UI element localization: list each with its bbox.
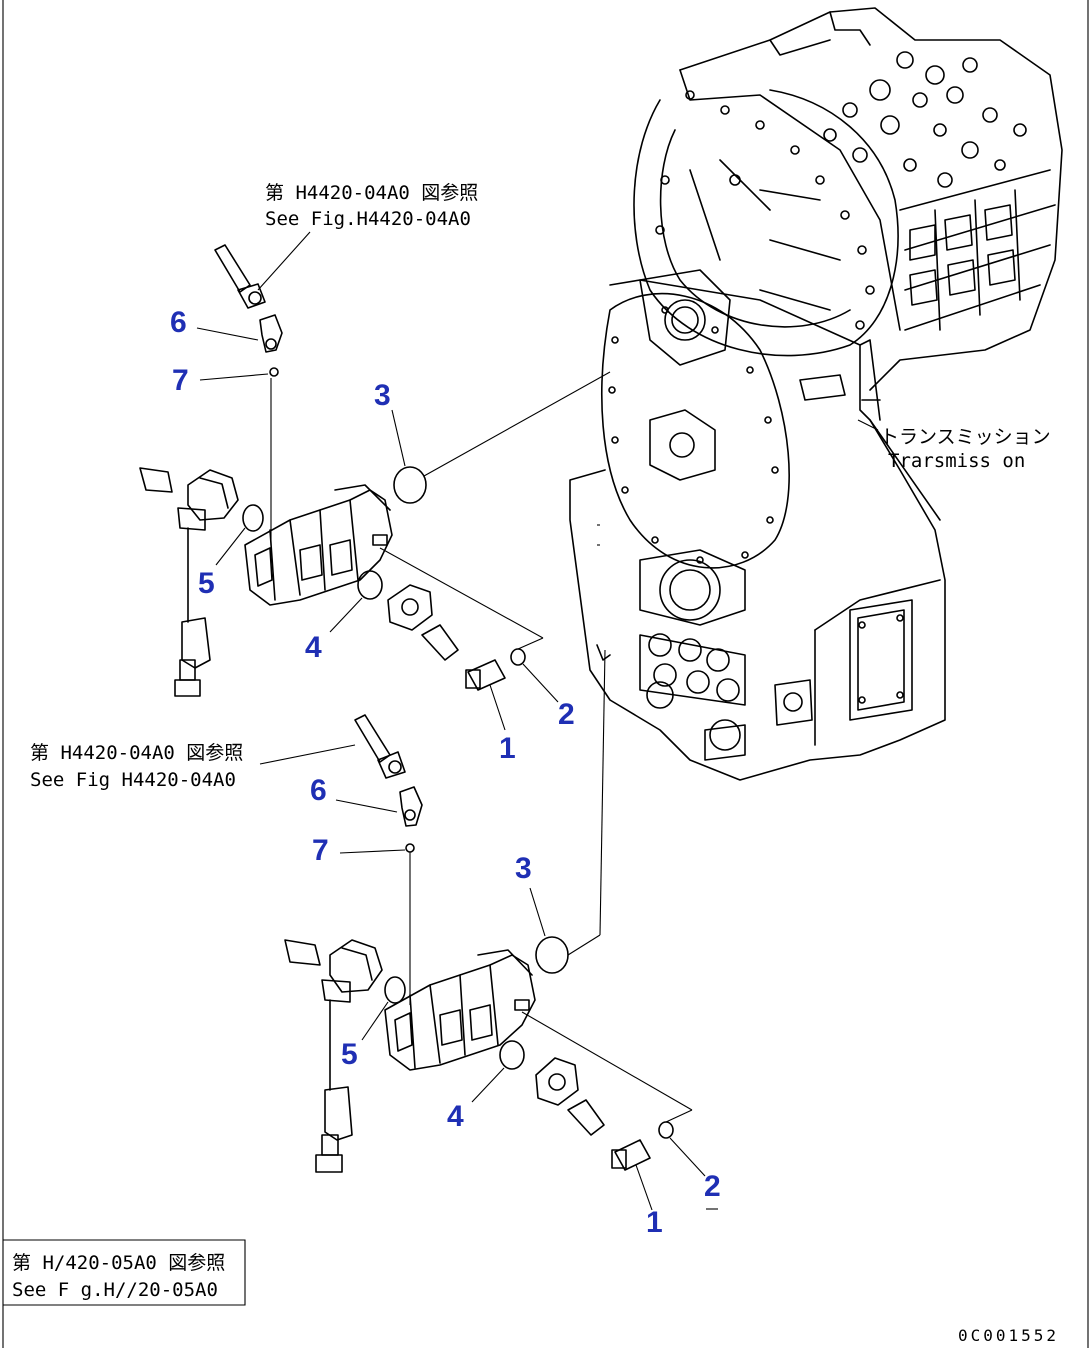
lower-pump-assembly: 第 H4420-04A0 図参照 See Fig H4420-04A0 <box>30 649 718 1211</box>
callout-1-upper: 1 <box>499 732 516 765</box>
callout-4-upper: 4 <box>305 631 322 664</box>
callout-2-upper: 2 <box>558 698 575 731</box>
upper-ref-en: See Fig.H4420-04A0 <box>265 208 471 230</box>
callout-3-upper: 3 <box>374 379 391 412</box>
upper-pump-assembly: 第 H4420-04A0 図参照 See Fig.H4420-04A0 <box>139 182 611 731</box>
transmission-label-en: Trarsmiss on <box>888 450 1025 472</box>
upper-ref-jp: 第 H4420-04A0 図参照 <box>265 182 478 204</box>
callout-4-lower: 4 <box>447 1100 464 1133</box>
callout-3-lower: 3 <box>515 852 532 885</box>
bottom-ref-jp: 第 H/420-05A0 図参照 <box>12 1252 225 1274</box>
callout-2-lower: 2 <box>704 1170 721 1203</box>
bottom-ref-en: See F g.H//20-05A0 <box>12 1279 218 1301</box>
callout-6-lower: 6 <box>310 774 327 807</box>
transmission-label-jp: トランスミッション <box>880 426 1051 448</box>
middle-ref-jp: 第 H4420-04A0 図参照 <box>30 742 243 764</box>
callout-7-lower: 7 <box>312 834 329 867</box>
callout-7-upper: 7 <box>172 364 189 397</box>
drawing-number: 0C001552 <box>958 1326 1059 1345</box>
callout-6-upper: 6 <box>170 306 187 339</box>
middle-ref-en: See Fig H4420-04A0 <box>30 769 236 791</box>
transmission-housing: トランスミッション Trarsmiss on <box>569 7 1063 781</box>
callout-5-upper: 5 <box>198 567 215 600</box>
callout-1-lower: 1 <box>646 1206 663 1239</box>
callouts-lower: 6 7 3 5 4 2 1 <box>310 774 721 1239</box>
callouts-upper: 6 7 3 5 4 2 1 <box>170 306 575 765</box>
callout-5-lower: 5 <box>341 1038 358 1071</box>
